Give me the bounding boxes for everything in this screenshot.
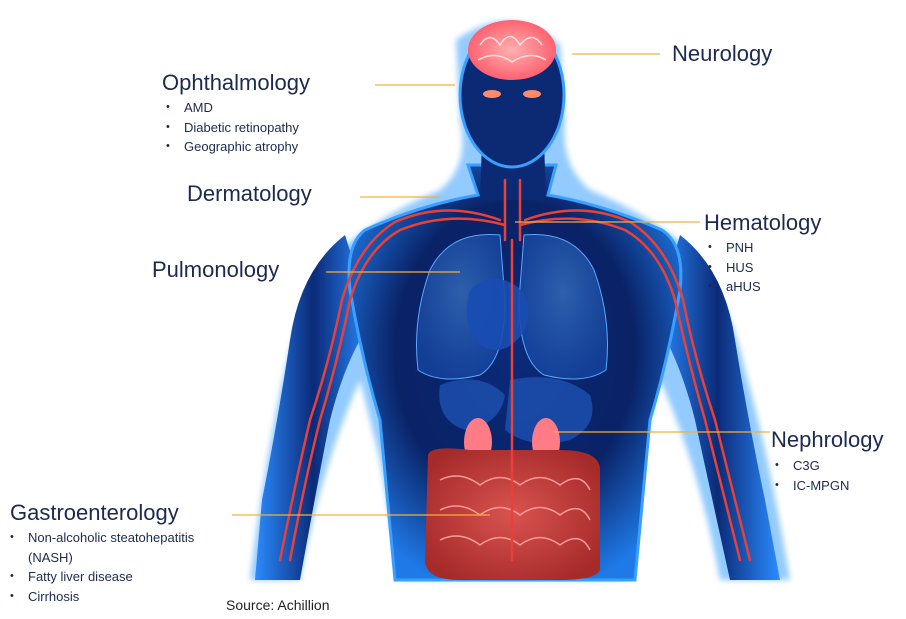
- list-item: AMD: [162, 98, 299, 118]
- list-item-continuation: (NASH): [6, 548, 194, 568]
- list-item: HUS: [704, 258, 761, 278]
- neurology-heading: Neurology: [672, 41, 772, 67]
- dermatology-heading: Dermatology: [187, 181, 312, 207]
- right-eye: [523, 90, 541, 98]
- nephrology-list: C3G IC-MPGN: [771, 456, 849, 495]
- list-item: Fatty liver disease: [6, 567, 194, 587]
- list-item: Non-alcoholic steatohepatitis: [6, 528, 194, 548]
- list-item: Geographic atrophy: [162, 137, 299, 157]
- ophthalmology-heading: Ophthalmology: [162, 70, 310, 96]
- left-eye: [483, 90, 501, 98]
- gastroenterology-list: Non-alcoholic steatohepatitis (NASH) Fat…: [6, 528, 194, 606]
- ophthalmology-list: AMD Diabetic retinopathy Geographic atro…: [162, 98, 299, 157]
- list-item: PNH: [704, 238, 761, 258]
- hematology-heading: Hematology: [704, 210, 821, 236]
- brain: [468, 20, 556, 80]
- source-caption: Source: Achillion: [226, 597, 330, 613]
- list-item: Cirrhosis: [6, 587, 194, 607]
- pulmonology-heading: Pulmonology: [152, 257, 279, 283]
- nephrology-heading: Nephrology: [771, 427, 884, 453]
- hematology-list: PNH HUS aHUS: [704, 238, 761, 297]
- list-item: aHUS: [704, 277, 761, 297]
- gastroenterology-heading: Gastroenterology: [10, 500, 179, 526]
- list-item: IC-MPGN: [771, 476, 849, 496]
- list-item: C3G: [771, 456, 849, 476]
- list-item: Diabetic retinopathy: [162, 118, 299, 138]
